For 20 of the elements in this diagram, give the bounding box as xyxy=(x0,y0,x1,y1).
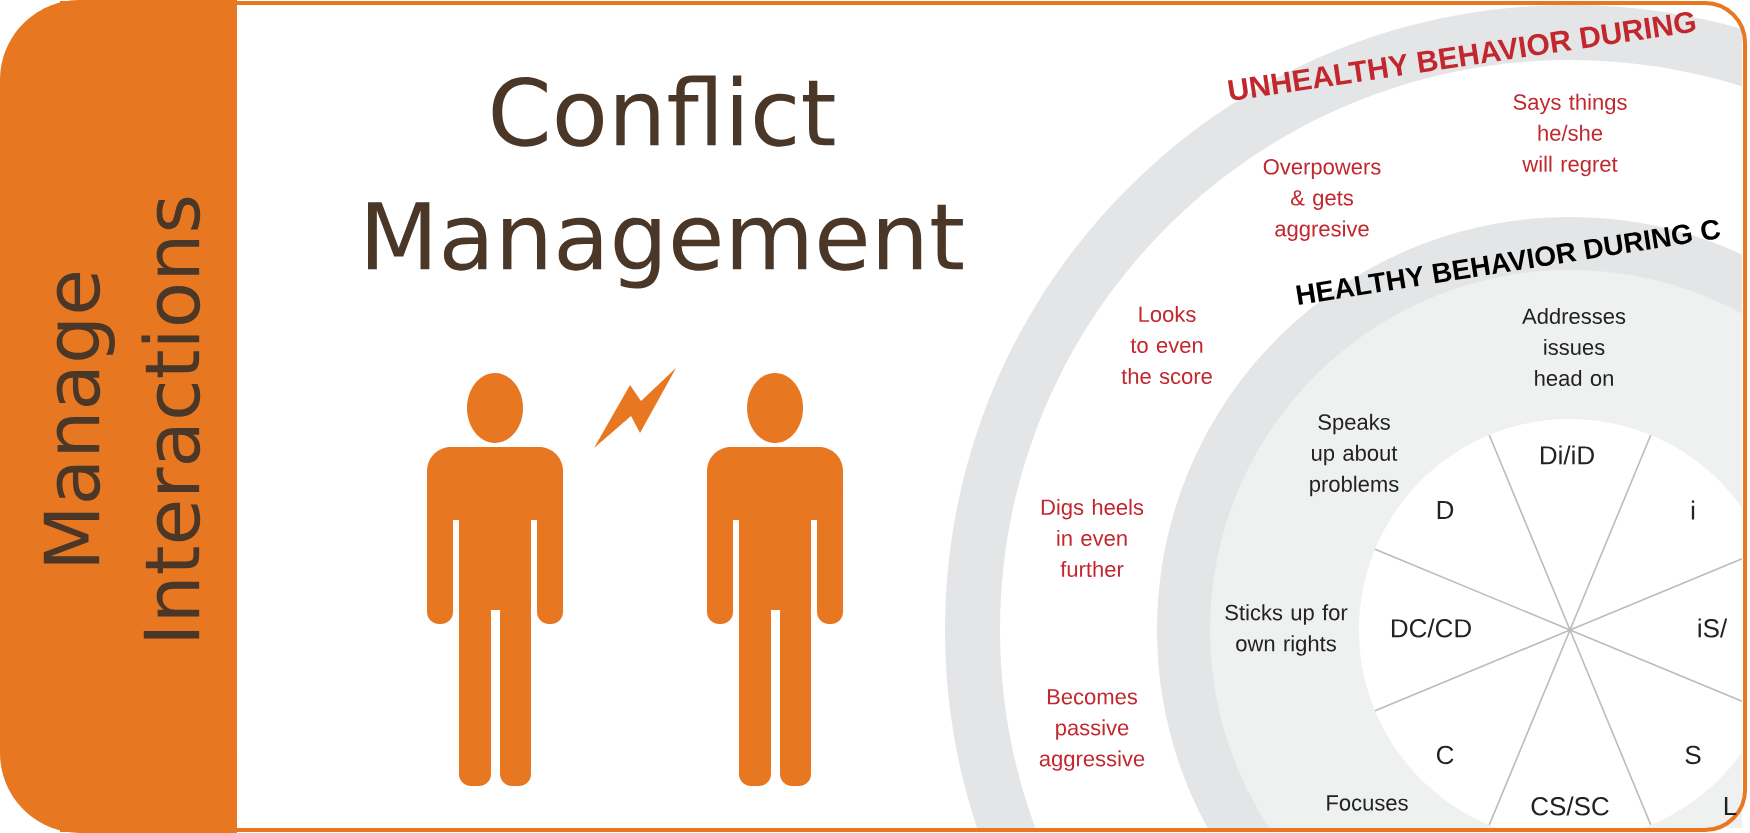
behavior-text: Sticks up for own rights xyxy=(1225,604,1348,656)
segment-label: CS/SC xyxy=(1531,796,1609,816)
segment-label: iS/ xyxy=(1698,618,1728,638)
segment-label: Di/iD xyxy=(1541,445,1594,465)
segment-label: i xyxy=(1691,500,1695,520)
behavior-text: Looks to even the score xyxy=(1121,305,1212,385)
title: Conflict Management xyxy=(368,75,963,289)
behavior-text: Focuses xyxy=(1327,795,1408,811)
segment-label: C xyxy=(1436,745,1454,765)
behavior-text: Overpowers & gets aggresive xyxy=(1263,159,1381,241)
behavior-text: Becomes passive aggressive xyxy=(1039,689,1145,771)
behavior-text: Speaks up about problems xyxy=(1310,413,1399,497)
segment-label: S xyxy=(1685,745,1701,765)
segment-label: DC/CD xyxy=(1392,618,1471,638)
segment-label: L xyxy=(1724,797,1737,815)
behavior-text: Addresses issues head on xyxy=(1522,307,1626,387)
segment-label: D xyxy=(1437,501,1454,519)
behavior-text: Digs heels in even further xyxy=(1041,498,1144,578)
section-label: Manage Interactions xyxy=(43,197,201,639)
behavior-text: Says things he/she will regret xyxy=(1513,93,1627,177)
